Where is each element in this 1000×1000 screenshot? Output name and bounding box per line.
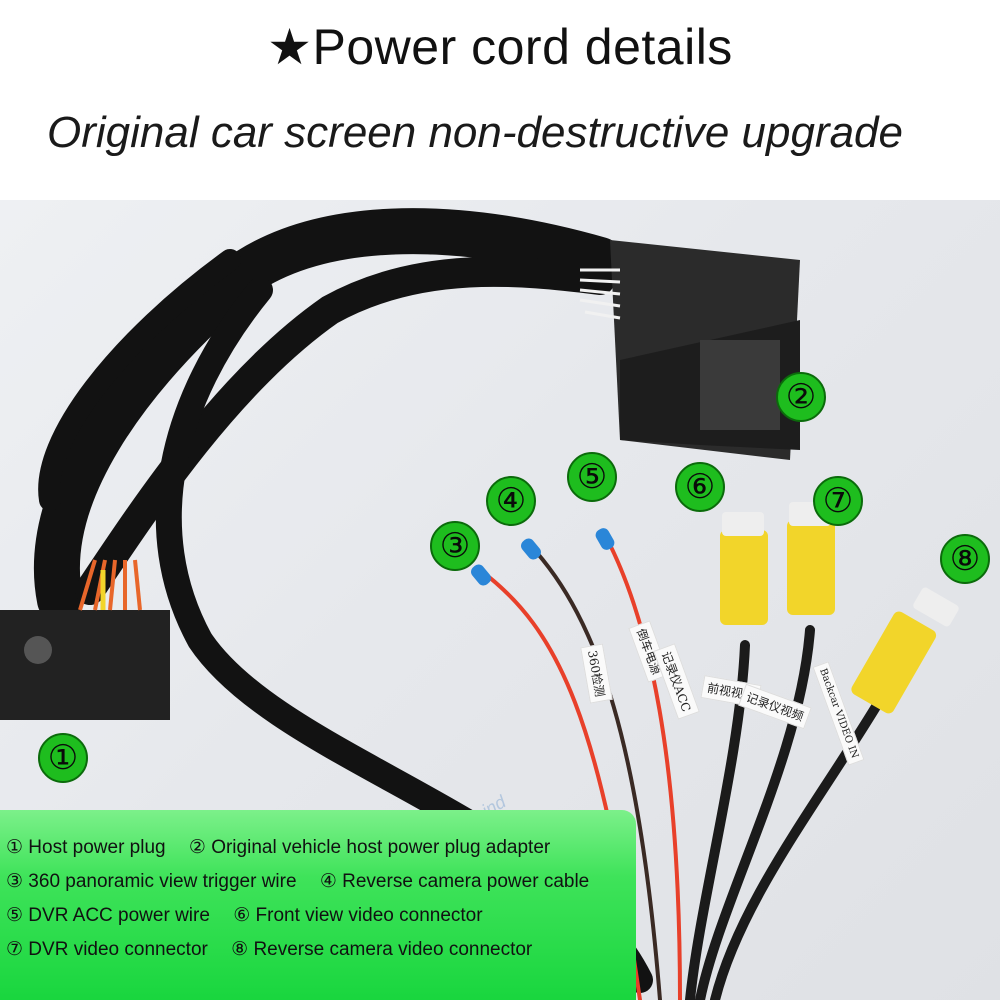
legend-item: ⑧ Reverse camera video connector xyxy=(231,939,533,960)
legend-item: ③ 360 panoramic view trigger wire xyxy=(6,871,297,892)
vehicle-plug-adapter xyxy=(579,240,800,460)
badge-4: ④ xyxy=(486,476,536,526)
legend-row: ⑦ DVR video connector ⑧ Reverse camera v… xyxy=(6,938,536,961)
badge-2: ② xyxy=(776,372,826,422)
badge-1: ① xyxy=(38,733,88,783)
badge-3: ③ xyxy=(430,521,480,571)
page-title: ★Power cord details xyxy=(267,19,733,75)
harness-sleeve xyxy=(75,256,615,605)
legend-item: ⑥ Front view video connector xyxy=(233,905,483,926)
legend-row: ① Host power plug ② Original vehicle hos… xyxy=(6,836,554,859)
legend-panel: ① Host power plug ② Original vehicle hos… xyxy=(0,810,636,1000)
legend-item: ⑦ DVR video connector xyxy=(6,939,208,960)
badge-7: ⑦ xyxy=(813,476,863,526)
badge-5: ⑤ xyxy=(567,452,617,502)
legend-row: ③ 360 panoramic view trigger wire ④ Reve… xyxy=(6,870,593,893)
page-subtitle: Original car screen non-destructive upgr… xyxy=(46,108,903,157)
legend-row: ⑤ DVR ACC power wire ⑥ Front view video … xyxy=(6,904,487,927)
legend-item: ① Host power plug xyxy=(6,837,166,858)
legend-item: ② Original vehicle host power plug adapt… xyxy=(188,837,551,858)
badge-6: ⑥ xyxy=(675,462,725,512)
rca-connectors xyxy=(720,502,959,714)
host-power-plug xyxy=(0,559,170,720)
legend-item: ⑤ DVR ACC power wire xyxy=(6,905,210,926)
harness-sleeve xyxy=(33,208,623,623)
harness-sleeve xyxy=(38,249,241,511)
legend-item: ④ Reverse camera power cable xyxy=(319,871,590,892)
badge-8: ⑧ xyxy=(940,534,990,584)
